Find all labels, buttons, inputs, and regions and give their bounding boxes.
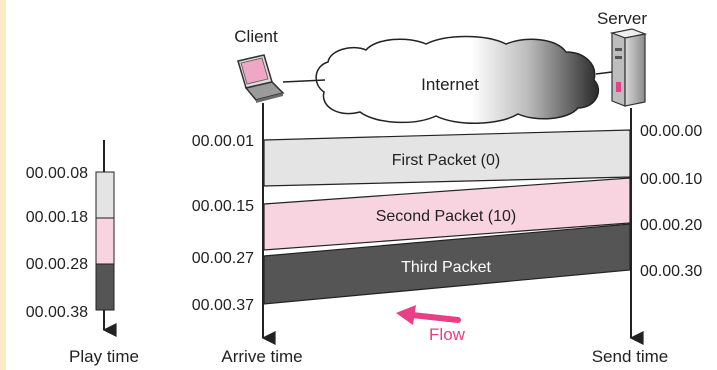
play-time-label: 00.00.38	[26, 304, 88, 321]
server-tower-icon	[609, 28, 648, 107]
internet-cloud	[315, 35, 599, 124]
internet-label: Internet	[421, 75, 479, 94]
left-edge-strip	[0, 0, 6, 370]
send-time-label: 00.00.10	[640, 171, 702, 188]
play-segment	[95, 263, 115, 311]
send-time-label: 00.00.30	[640, 263, 702, 280]
flow-label: Flow	[429, 325, 466, 344]
flow-arrow	[396, 305, 461, 325]
packet-label: First Packet (0)	[392, 152, 500, 169]
arrive-time-label: 00.00.37	[192, 297, 254, 314]
send-time-label: 00.00.20	[640, 217, 702, 234]
packet-label: Second Packet (10)	[376, 208, 517, 225]
play-time-title: Play time	[69, 347, 139, 366]
packet-label: Third Packet	[401, 259, 491, 276]
play-segment	[95, 171, 115, 219]
play-time-label: 00.00.18	[26, 209, 88, 226]
arrive-time-label: 00.00.15	[192, 198, 254, 215]
server-label: Server	[597, 9, 647, 28]
client-label: Client	[234, 27, 278, 46]
client-cloud-link	[282, 79, 326, 83]
cloud-server-link	[595, 71, 613, 75]
arrive-time-label: 00.00.01	[192, 133, 254, 150]
send-time-label: 00.00.00	[640, 123, 702, 140]
play-time-label: 00.00.08	[26, 165, 88, 182]
arrive-time-title: Arrive time	[221, 347, 302, 366]
send-time-title: Send time	[592, 347, 669, 366]
arrive-time-label: 00.00.27	[192, 250, 254, 267]
play-time-label: 00.00.28	[26, 256, 88, 273]
play-segment	[95, 217, 115, 265]
laptop-icon	[237, 54, 285, 103]
